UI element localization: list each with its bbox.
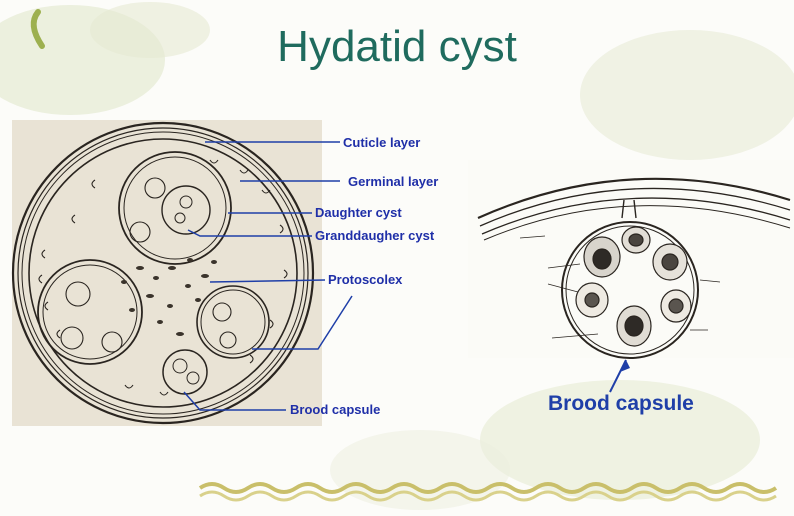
caption-brood-capsule: Brood capsule — [548, 392, 694, 416]
capsule-stalk — [622, 200, 636, 218]
capsule-protoscolices — [576, 227, 691, 346]
caption-arrow — [610, 360, 626, 392]
